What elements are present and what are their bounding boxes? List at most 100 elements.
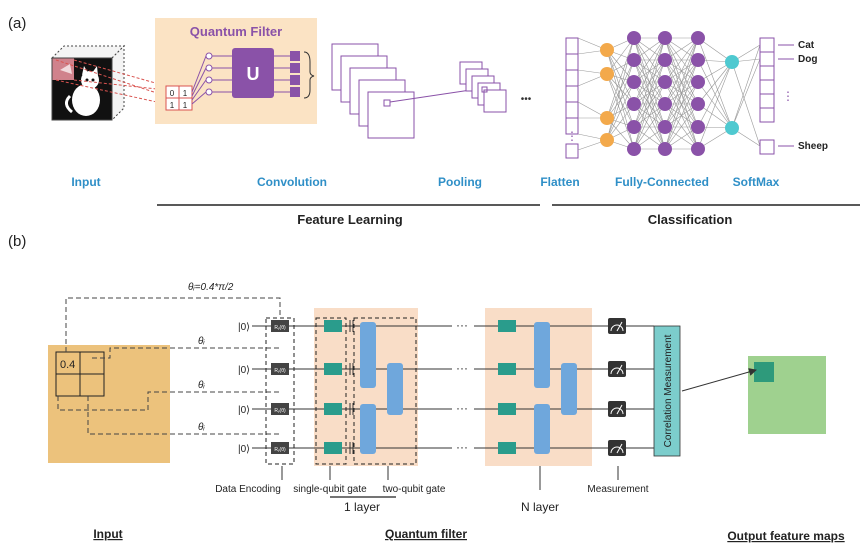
meter-needle <box>616 404 623 415</box>
input-to-patch-lines <box>55 59 167 105</box>
fc-edge <box>731 61 761 147</box>
data-encoding-box <box>265 317 295 465</box>
two-qubit-box <box>353 317 417 465</box>
theta-label-3: θᵢ <box>198 380 205 391</box>
flatten-cell <box>565 101 579 119</box>
quantum-filter-title: Quantum Filter <box>190 24 282 39</box>
ket-zero: |0⟩ <box>238 405 250 416</box>
fc-edge <box>731 58 761 129</box>
meter-icon <box>608 318 626 334</box>
ry-gate <box>271 403 289 415</box>
class-dog: Dog <box>798 54 817 65</box>
fc-edge <box>633 103 666 150</box>
group-feature-learning: Feature Learning <box>297 212 403 227</box>
label-two-qubit-gate: two-qubit gate <box>383 484 446 495</box>
ry-gate <box>271 320 289 332</box>
fc-edge <box>697 61 733 150</box>
wire-ellipsis: ··· <box>456 318 468 332</box>
two-qubit-gate <box>360 404 376 454</box>
two-qubit-gate <box>534 404 550 454</box>
convolution-maps <box>331 43 485 139</box>
ket-zero: |0⟩ <box>238 322 250 333</box>
meter-needle <box>616 364 623 375</box>
output-cell <box>759 107 775 123</box>
fc-node <box>627 142 641 156</box>
fc-edge <box>606 103 635 141</box>
output-cell <box>759 51 775 67</box>
fc-node <box>658 75 672 89</box>
fc-edge <box>697 61 733 128</box>
class-cat: Cat <box>798 40 815 51</box>
bottom-quantum-filter: Quantum filter <box>385 527 467 541</box>
input-grid <box>55 351 105 397</box>
flatten-column <box>565 37 579 159</box>
two-qubit-gate <box>387 363 403 415</box>
single-qubit-gate <box>324 403 342 415</box>
stage-flatten: Flatten <box>540 175 579 189</box>
single-qubit-gate <box>324 363 342 375</box>
circuit: |0⟩···Rᵧ(θ)|0⟩···Rᵧ(θ)|0⟩···Rᵧ(θ)|0⟩···R… <box>238 318 654 456</box>
measure-icons <box>290 51 300 97</box>
flatten-cell <box>565 85 579 103</box>
fc-node <box>691 142 705 156</box>
single-qubit-gate <box>498 363 516 375</box>
unitary-block <box>232 48 274 98</box>
output-cell <box>759 93 775 109</box>
encoding-paths <box>57 297 281 435</box>
ket-zero: |0⟩ <box>238 444 250 455</box>
fc-node <box>600 111 614 125</box>
fc-node <box>627 120 641 134</box>
fc-node <box>658 31 672 45</box>
single-qubit-gate <box>498 320 516 332</box>
conv-map <box>367 91 415 139</box>
input-cell-value: 0.4 <box>60 359 75 371</box>
fc-node <box>725 55 739 69</box>
label-1-layer: 1 layer <box>344 500 380 514</box>
correlation-measurement-block <box>653 325 681 457</box>
fc-edge <box>606 37 635 75</box>
single-qubit-gate <box>324 320 342 332</box>
fc-node <box>600 67 614 81</box>
class-sheep: Sheep <box>798 141 828 152</box>
ket-zero: |0⟩ <box>238 365 250 376</box>
fc-node <box>691 120 705 134</box>
flatten-cell <box>565 143 579 159</box>
unitary-label: U <box>247 64 260 84</box>
output-arrow <box>681 368 757 392</box>
fc-edge <box>633 81 666 150</box>
two-qubit-gate <box>561 363 577 415</box>
fc-node <box>658 120 672 134</box>
theta-top-label: θᵢ=0.4*π/2 <box>188 282 234 293</box>
qubit-wires <box>191 52 290 105</box>
fc-edge <box>606 81 635 141</box>
ry-gate-label: Rᵧ(θ) <box>274 447 286 453</box>
fc-node <box>658 53 672 67</box>
fc-node <box>658 97 672 111</box>
bottom-input: Input <box>93 527 122 541</box>
input-cube <box>50 44 126 122</box>
meter-icon <box>608 440 626 456</box>
flatten-cell <box>565 53 579 71</box>
fc-edge <box>731 44 761 129</box>
fc-node <box>658 142 672 156</box>
fc-node <box>691 31 705 45</box>
cat-icon <box>60 64 100 116</box>
fc-edge <box>664 103 699 150</box>
stage-fully-connected: Fully-Connected <box>615 175 709 189</box>
ry-gate-label: Rᵧ(θ) <box>274 408 286 414</box>
flatten-cell <box>565 117 579 135</box>
fc-node <box>691 75 705 89</box>
patch-grid: 0 1 1 1 <box>165 85 193 111</box>
fc-node <box>627 31 641 45</box>
patch-cell-3: 1 <box>170 101 175 110</box>
bottom-output-feature-maps: Output feature maps <box>727 529 845 543</box>
label-n-layer: N layer <box>521 500 559 514</box>
ry-gate <box>271 363 289 375</box>
pool-map <box>483 89 507 113</box>
fc-edge <box>606 49 635 105</box>
fc-node <box>627 75 641 89</box>
fc-edge <box>697 61 733 105</box>
filter-brace <box>303 51 315 99</box>
fc-edge <box>633 59 666 150</box>
patch-cell-2: 1 <box>183 89 188 98</box>
